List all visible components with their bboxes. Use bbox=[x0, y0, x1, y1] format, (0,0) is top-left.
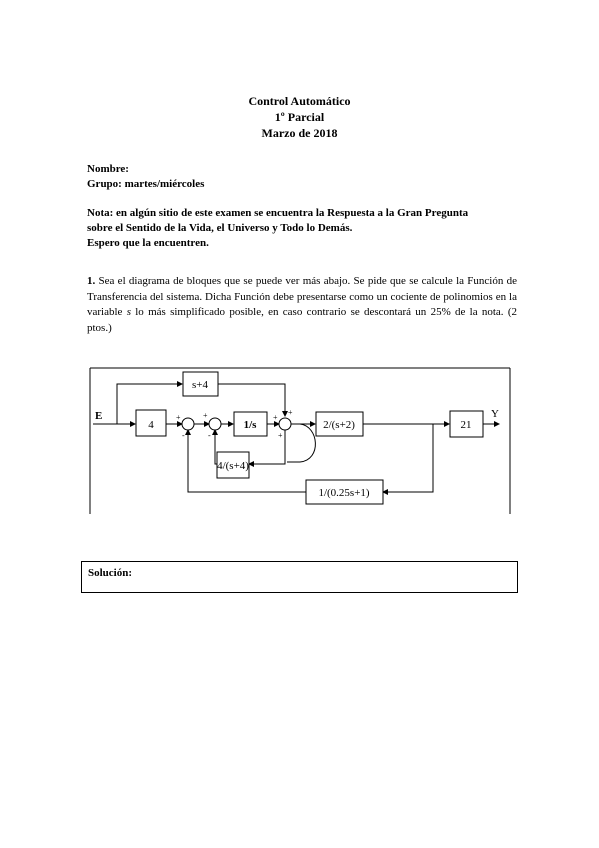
sum-junctions bbox=[181, 417, 292, 431]
label-integrator: 1/s bbox=[244, 419, 258, 431]
sign-sum3-top: + bbox=[288, 408, 293, 417]
input-label-e: E bbox=[95, 410, 102, 422]
note-line-1: Nota: en algún sitio de este examen se e… bbox=[87, 207, 469, 219]
exam-note: Nota: en algún sitio de este examen se e… bbox=[87, 206, 517, 251]
sign-sum2-bottom: - bbox=[208, 431, 211, 440]
name-label: Nombre: bbox=[87, 163, 129, 175]
block-s-plus-4 bbox=[182, 371, 219, 397]
problem-number: 1. bbox=[87, 275, 96, 287]
output-label-y: Y bbox=[491, 408, 499, 420]
label-forward-2: 2/(s+2) bbox=[323, 419, 355, 431]
label-gain-4: 4 bbox=[148, 419, 154, 431]
label-gain-21: 21 bbox=[461, 419, 472, 431]
label-feedback-4: 4/(s+4) bbox=[217, 460, 249, 472]
label-feedback-outer: 1/(0.25s+1) bbox=[318, 487, 369, 499]
block-diagram: 4 s+4 1/s 4/(s+4) 2/(s+2) 21 1/(0.25s+1)… bbox=[87, 364, 513, 516]
group-label: Grupo: martes/miércoles bbox=[87, 178, 205, 190]
student-fields: Nombre: Grupo: martes/miércoles bbox=[87, 162, 204, 192]
sign-sum3-bottom: + bbox=[278, 431, 283, 440]
sign-sum2-left: + bbox=[203, 411, 208, 420]
solution-box[interactable]: Solución: bbox=[81, 561, 518, 593]
block-gain-4 bbox=[135, 409, 167, 437]
course-title: Control Automático bbox=[248, 94, 351, 108]
block-integrator bbox=[233, 411, 268, 437]
label-s-plus-4: s+4 bbox=[192, 379, 208, 391]
sign-sum1-bottom: - bbox=[182, 431, 185, 440]
problem-text-b: lo más simplificado posible, en caso con… bbox=[87, 306, 517, 334]
problem-variable: s bbox=[126, 306, 131, 318]
block-feedback-outer bbox=[305, 479, 384, 505]
sign-sum3-left: + bbox=[273, 413, 278, 422]
sum-junction-3 bbox=[278, 417, 292, 431]
block-gain-21 bbox=[449, 410, 484, 438]
exam-date: Marzo de 2018 bbox=[261, 126, 338, 140]
problem-text-a: Sea el diagrama de bloques que se puede … bbox=[87, 275, 517, 318]
solution-label: Solución: bbox=[88, 567, 133, 579]
problem-statement: 1. Sea el diagrama de bloques que se pue… bbox=[87, 274, 517, 336]
sum-junction-1 bbox=[181, 417, 195, 431]
diagram-frame bbox=[89, 367, 511, 514]
note-line-3: Espero que la encuentren. bbox=[87, 237, 209, 249]
block-forward-2 bbox=[315, 411, 364, 437]
note-line-2: sobre el Sentido de la Vida, el Universo… bbox=[87, 222, 353, 234]
exam-title: 1º Parcial bbox=[274, 110, 325, 124]
sign-sum1-left: + bbox=[176, 413, 181, 422]
block-feedback-4 bbox=[216, 451, 250, 479]
sum-junction-2 bbox=[208, 417, 222, 431]
exam-header: Control Automático 1º Parcial Marzo de 2… bbox=[0, 93, 599, 141]
block-diagram-svg: 4 s+4 1/s 4/(s+4) 2/(s+2) 21 1/(0.25s+1)… bbox=[89, 367, 511, 514]
